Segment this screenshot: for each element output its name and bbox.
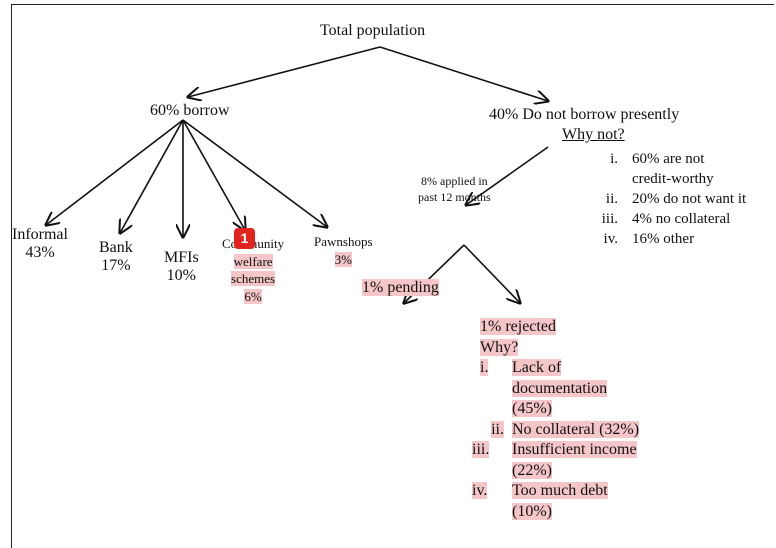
applied-node: 8% applied in past 12 months: [418, 174, 491, 205]
rejected-reason: i. Lack of documentation (45%): [480, 359, 608, 417]
rejected-why: Why?: [480, 338, 519, 356]
applied-line1: 8% applied in: [421, 174, 488, 188]
bank-label: Bank: [99, 239, 133, 256]
applied-line2: past 12 months: [418, 189, 491, 204]
informal-node: Informal 43%: [12, 226, 68, 263]
pawnshops-node: Pawnshops 3%: [314, 233, 373, 268]
arrow-to-rejected: [463, 244, 520, 303]
page-frame: [11, 4, 774, 548]
rejected-label: 1% rejected: [480, 318, 556, 335]
rejected-node: 1% rejected Why? i. Lack of documentatio…: [472, 317, 640, 522]
informal-pct: 43%: [25, 244, 55, 262]
why-not-heading: Why not?: [562, 126, 625, 143]
community-line2: welfare: [233, 253, 273, 269]
bank-pct: 17%: [101, 257, 131, 275]
not-borrow-reasons: i. 60% are not credit-worthy ii. 20% do …: [582, 149, 746, 249]
community-line3: schemes: [231, 271, 276, 287]
informal-label: Informal: [12, 226, 68, 243]
reason-item: ii. 20% do not want it: [605, 191, 747, 207]
arrow-to-bank: [120, 119, 184, 233]
bank-node: Bank 17%: [99, 239, 133, 276]
reason-item: iii. 4% no collateral: [601, 211, 731, 227]
annotation-marker[interactable]: 1: [234, 228, 255, 249]
arrow-to-borrow: [188, 46, 381, 97]
reason-item: iv. 16% other: [603, 231, 695, 247]
arrow-to-community: [182, 119, 245, 230]
pending-label: 1% pending: [362, 279, 439, 296]
mfis-node: MFIs 10%: [164, 249, 199, 286]
arrow-to-pawnshops: [182, 119, 327, 227]
rejected-reason: iii. Insufficient income (22%): [472, 441, 637, 479]
reason-item: i. 60% are not credit-worthy: [610, 151, 714, 187]
rejected-reason: iv. Too much debt (10%): [472, 482, 608, 520]
mfis-label: MFIs: [164, 249, 199, 266]
pending-node: 1% pending: [362, 279, 439, 297]
rejected-reason: ii. No collateral (32%): [491, 420, 640, 438]
root-node: Total population: [320, 22, 426, 39]
community-pct: 6%: [244, 288, 262, 304]
pawnshops-label: Pawnshops: [314, 234, 373, 249]
mfis-pct: 10%: [166, 267, 196, 285]
arrow-to-informal: [46, 119, 184, 225]
pawnshops-pct: 3%: [334, 251, 352, 267]
arrow-to-applied: [466, 146, 549, 205]
arrow-to-not-borrow: [379, 46, 548, 101]
borrow-node: 60% borrow: [150, 102, 230, 119]
not-borrow-node: 40% Do not borrow presently: [489, 106, 680, 123]
